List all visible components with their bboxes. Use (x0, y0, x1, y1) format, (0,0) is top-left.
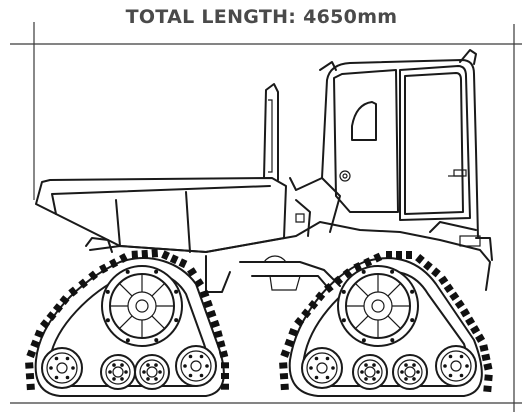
road-wheel (352, 354, 388, 390)
road-wheel (435, 345, 477, 387)
dump-skip (35, 83, 287, 253)
road-wheel (134, 354, 170, 390)
front-drive-sprocket (337, 265, 419, 347)
road-wheels (41, 345, 477, 390)
road-wheel (392, 354, 428, 390)
dimension-lines (10, 22, 522, 412)
rear-drive-sprocket (101, 265, 183, 347)
road-wheel (301, 347, 343, 389)
front-track-treads (279, 251, 493, 393)
total-length-label: TOTAL LENGTH: 4650mm (125, 6, 398, 28)
rear-track-treads (25, 249, 229, 391)
road-wheel (100, 354, 136, 390)
cabin (319, 49, 479, 239)
road-wheel (175, 345, 217, 387)
road-wheel (41, 347, 83, 389)
